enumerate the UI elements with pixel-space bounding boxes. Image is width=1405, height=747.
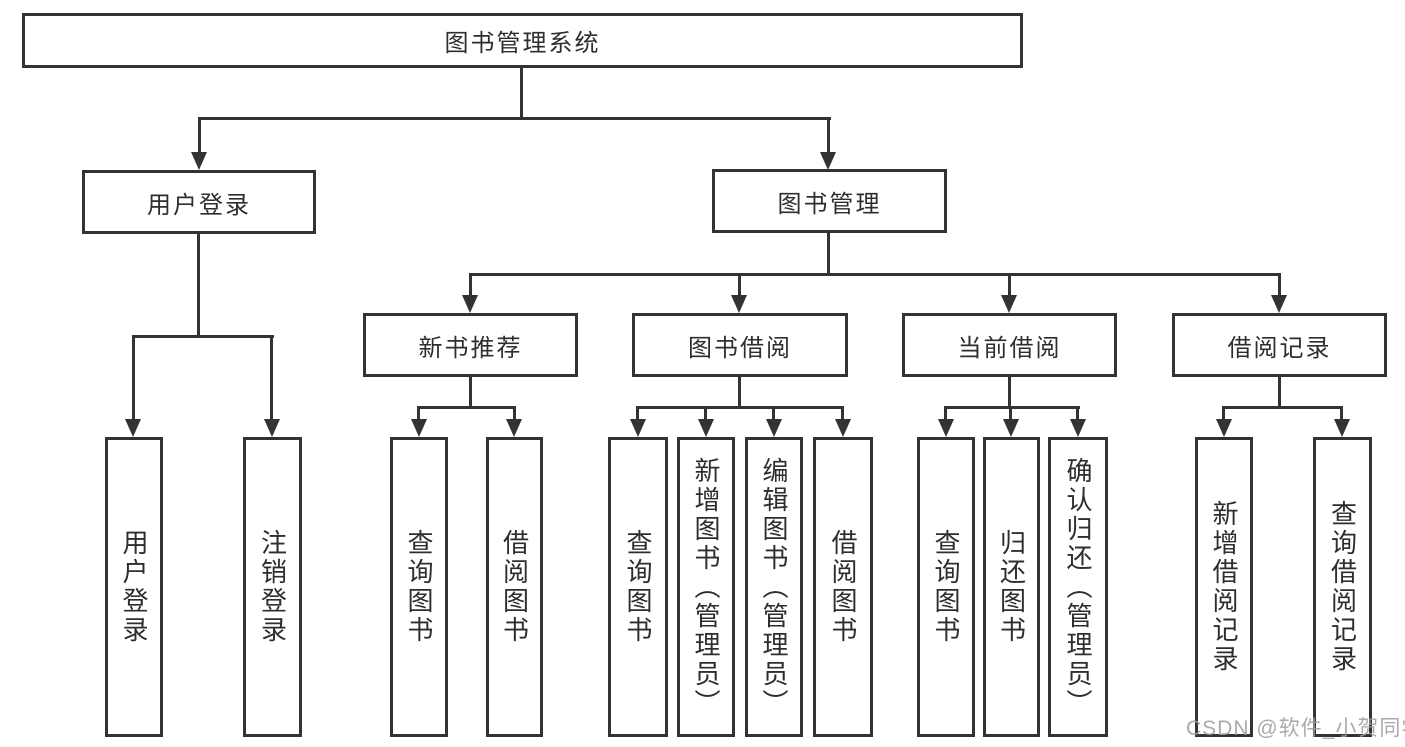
arrowhead-down [1216, 419, 1232, 437]
leaf-edit-books-admin: 编辑图书（管理员） [745, 437, 803, 737]
arrowhead-down [835, 419, 851, 437]
leaf-add-books-admin: 新增图书（管理员） [677, 437, 735, 737]
connector-drop-book-management [827, 117, 830, 157]
leaf-confirm-return-admin: 确认归还（管理员） [1048, 437, 1108, 737]
leaf-logout: 注销登录 [243, 437, 302, 737]
node-book-management: 图书管理 [712, 169, 947, 233]
csdn-watermark: CSDN @软件_小贺同学 [1186, 717, 1405, 740]
arrowhead-down [1334, 419, 1350, 437]
arrowhead-down [1001, 295, 1017, 313]
arrowhead-down [506, 419, 522, 437]
connector-leaf-drop [1340, 406, 1343, 426]
connector-book-management-trunk [827, 233, 830, 276]
connector-drop-logout-leaf [270, 335, 273, 427]
arrowhead-down [125, 419, 141, 437]
node-current-borrowing: 当前借阅 [902, 313, 1117, 377]
connector-current-borrowing-split [944, 406, 1080, 409]
connector-borrowing-records-trunk [1278, 377, 1281, 409]
arrowhead-down [1003, 419, 1019, 437]
connector-current-borrowing-trunk [1008, 377, 1011, 409]
arrowhead-down [264, 419, 280, 437]
connector-leaf-drop [772, 406, 775, 426]
arrowhead-down [731, 295, 747, 313]
connector-leaf-drop [636, 406, 639, 426]
connector-leaf-drop [417, 406, 420, 426]
node-borrowing-records: 借阅记录 [1172, 313, 1387, 377]
connector-book-borrowing-split [636, 406, 844, 409]
connector-leaf-drop [1222, 406, 1225, 426]
connector-level3-split [469, 273, 1281, 276]
connector-leaf-drop [513, 406, 516, 426]
node-library-management-system: 图书管理系统 [22, 13, 1023, 68]
connector-level2-split [198, 117, 831, 120]
connector-root-trunk [520, 68, 523, 120]
arrowhead-down [191, 152, 207, 170]
connector-new-book-trunk [469, 377, 472, 409]
arrowhead-down [630, 419, 646, 437]
leaf-query-books-recommend: 查询图书 [390, 437, 448, 737]
connector-user-login-split [132, 335, 274, 338]
connector-leaf-drop [1009, 406, 1012, 426]
connector-user-login-trunk [197, 234, 200, 338]
arrowhead-down [766, 419, 782, 437]
connector-borrowing-records-split [1222, 406, 1343, 409]
arrowhead-down [411, 419, 427, 437]
connector-drop-book-borrowing [738, 273, 741, 301]
leaf-add-borrow-record: 新增借阅记录 [1195, 437, 1253, 737]
node-user-login: 用户登录 [82, 170, 316, 234]
connector-book-borrowing-trunk [738, 377, 741, 409]
leaf-query-borrow-record: 查询借阅记录 [1313, 437, 1372, 737]
connector-leaf-drop [704, 406, 707, 426]
connector-leaf-drop [1076, 406, 1079, 426]
connector-drop-new-book-recommend [469, 273, 472, 301]
connector-drop-user-login [198, 117, 201, 157]
leaf-borrow-books-borrowing: 借阅图书 [813, 437, 873, 737]
leaf-borrow-books-recommend: 借阅图书 [486, 437, 543, 737]
leaf-query-books-borrowing: 查询图书 [608, 437, 668, 737]
arrowhead-down [698, 419, 714, 437]
arrowhead-down [820, 152, 836, 170]
connector-leaf-drop [841, 406, 844, 426]
node-book-borrowing: 图书借阅 [632, 313, 848, 377]
leaf-user-login: 用户登录 [105, 437, 163, 737]
connector-leaf-drop [944, 406, 947, 426]
arrowhead-down [938, 419, 954, 437]
node-new-book-recommend: 新书推荐 [363, 313, 578, 377]
leaf-query-books-current: 查询图书 [917, 437, 975, 737]
connector-drop-current-borrowing [1008, 273, 1011, 301]
connector-drop-login-leaf [132, 335, 135, 427]
arrowhead-down [462, 295, 478, 313]
arrowhead-down [1070, 419, 1086, 437]
leaf-return-books: 归还图书 [983, 437, 1040, 737]
connector-drop-borrowing-records [1278, 273, 1281, 301]
connector-new-book-split [417, 406, 516, 409]
arrowhead-down [1271, 295, 1287, 313]
